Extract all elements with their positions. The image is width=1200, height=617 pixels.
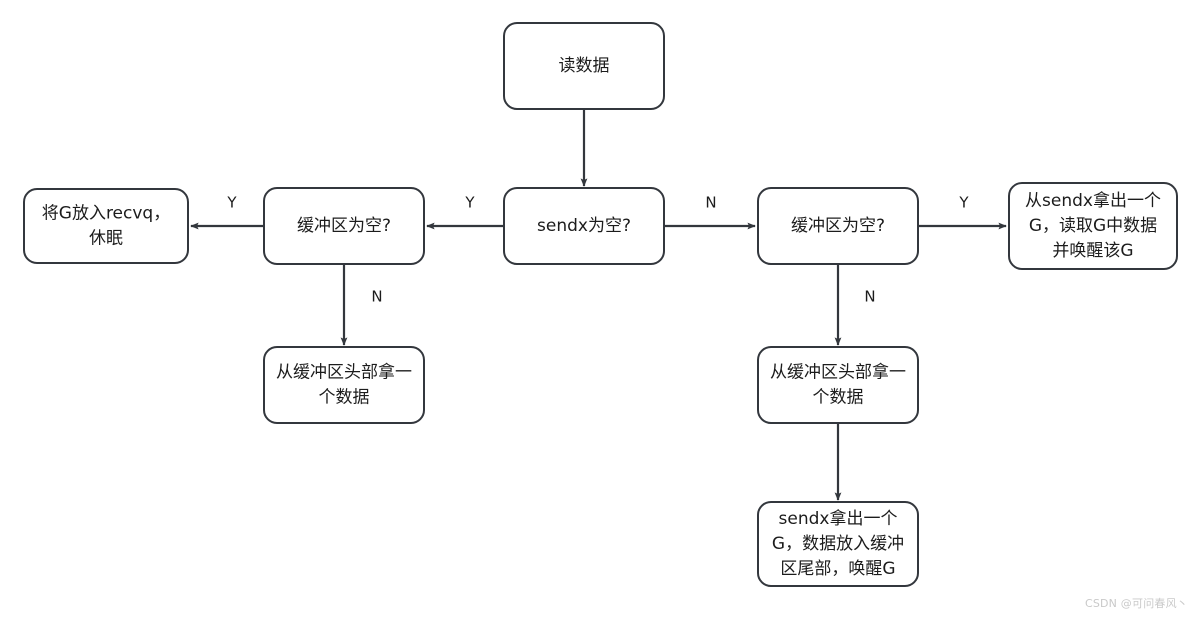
edge-buffer-right-yes-to-sendx-take-label: Y [958, 194, 969, 212]
sendx-empty-decision-node-shape [503, 187, 665, 265]
edge-sendx-no-to-buffer-right-label: N [705, 194, 716, 212]
put-g-into-recvq-node-text-line-0: 将G放入recvq， [42, 204, 170, 224]
put-g-into-recvq-node[interactable]: 将G放入recvq， 休眠 [23, 188, 189, 264]
csdn-watermark: CSDN @可问春风丶 [1084, 597, 1188, 610]
buffer-empty-left-decision-node[interactable]: 缓冲区为空? [263, 187, 425, 265]
sendx-empty-decision-node[interactable]: sendx为空? [503, 187, 665, 265]
edge-labels-layer: Y Y N N Y N [226, 194, 969, 306]
read-data-node-shape [503, 22, 665, 110]
take-from-buffer-head-right-node-shape [757, 346, 919, 424]
sendx-to-buffer-tail-node-text-line-2: 区尾部，唤醒G [780, 559, 895, 579]
sendx-to-buffer-tail-node-text-line-0: sendx拿出一个 [779, 508, 898, 529]
buffer-empty-right-decision-node-text-line-0: 缓冲区为空? [791, 216, 885, 236]
edges-layer [190, 109, 1007, 501]
sendx-to-buffer-tail-node-text-line-1: G，数据放入缓冲 [772, 534, 904, 554]
take-g-from-sendx-node-text-line-0: 从sendx拿出一个 [1025, 190, 1161, 211]
read-data-node-text-line-0: 读数据 [559, 56, 610, 76]
nodes-layer: 读数据sendx为空?缓冲区为空?将G放入recvq，休眠从缓冲区头部拿一个数据… [23, 22, 1178, 587]
buffer-empty-right-decision-node-shape [757, 187, 919, 265]
take-from-buffer-head-left-node-shape [263, 346, 425, 424]
buffer-empty-left-decision-node-text-line-0: 缓冲区为空? [297, 216, 391, 236]
edge-sendx-yes-to-buffer-left-label: Y [464, 194, 475, 212]
edge-buffer-left-yes-to-recvq-label: Y [226, 194, 237, 212]
read-data-node[interactable]: 读数据 [503, 22, 665, 110]
put-g-into-recvq-node-shape [23, 188, 189, 264]
take-from-buffer-head-left-node-text-line-0: 从缓冲区头部拿一 [276, 362, 412, 383]
put-g-into-recvq-node-text-line-1: 休眠 [89, 229, 123, 249]
take-g-from-sendx-node-text-line-1: G，读取G中数据 [1029, 216, 1157, 236]
sendx-empty-decision-node-text-line-0: sendx为空? [537, 216, 631, 236]
take-from-buffer-head-right-node-text-line-1: 个数据 [813, 388, 864, 408]
buffer-empty-left-decision-node-shape [263, 187, 425, 265]
sendx-to-buffer-tail-node-shape [757, 501, 919, 587]
buffer-empty-right-decision-node[interactable]: 缓冲区为空? [757, 187, 919, 265]
edge-buffer-left-no-to-take-head-label: N [371, 288, 382, 306]
take-g-from-sendx-node-text-line-2: 并唤醒该G [1052, 241, 1133, 261]
take-from-buffer-head-right-node-text-line-0: 从缓冲区头部拿一 [770, 362, 906, 383]
take-from-buffer-head-left-node-text-line-1: 个数据 [319, 388, 370, 408]
edge-buffer-right-no-to-take-head-label: N [864, 288, 875, 306]
take-g-from-sendx-node-shape [1008, 182, 1178, 270]
